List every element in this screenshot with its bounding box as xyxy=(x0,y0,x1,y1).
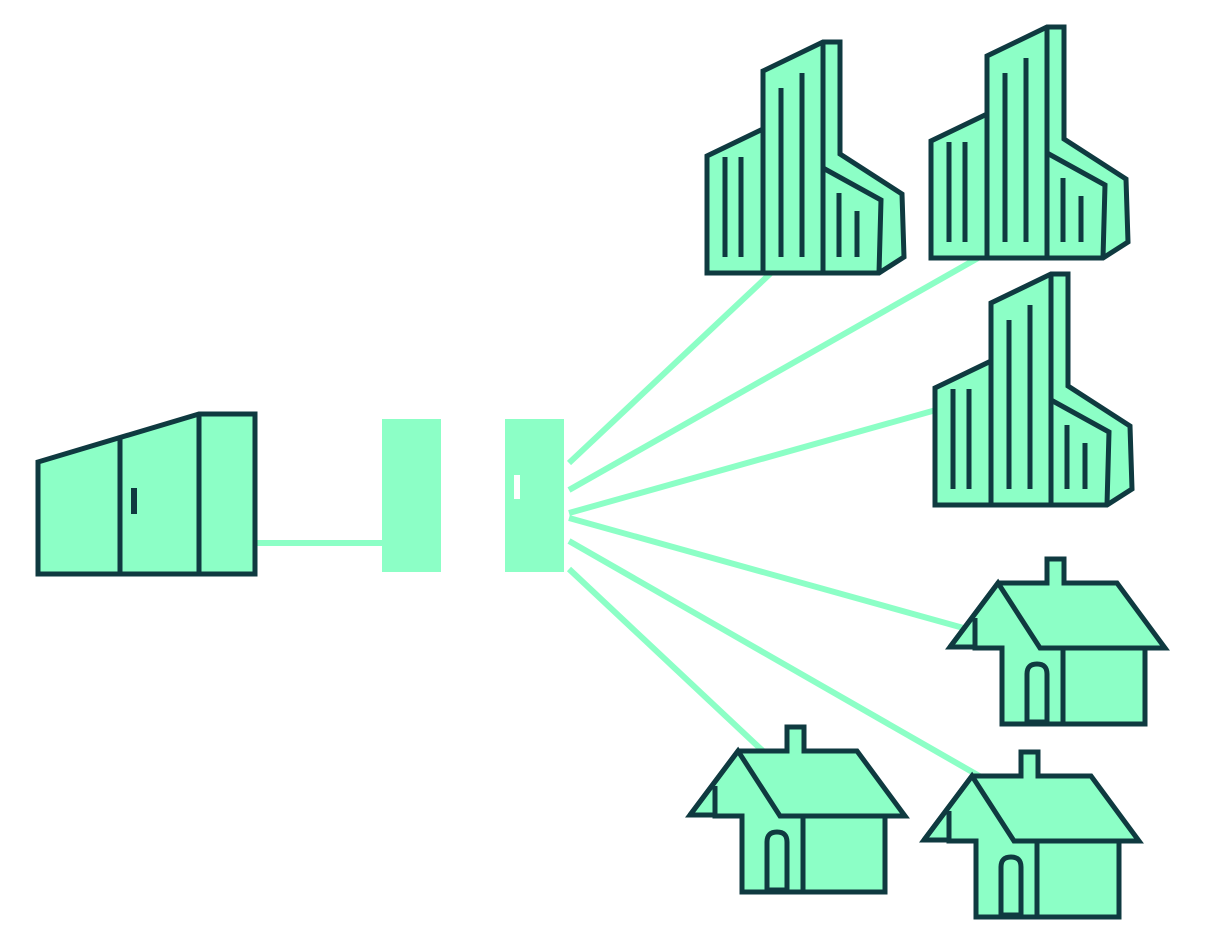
link-office-building-1 xyxy=(566,269,775,466)
office-building-2-icon xyxy=(931,27,1128,258)
office-building-1-icon xyxy=(707,42,904,273)
office-building-3-icon xyxy=(935,274,1132,505)
house-3-icon xyxy=(690,727,905,892)
link-house-3 xyxy=(566,566,767,755)
links xyxy=(254,255,990,784)
splitter-right-panel xyxy=(505,419,564,572)
central-office-cabinet-icon xyxy=(35,411,258,577)
link-house-2 xyxy=(567,538,990,784)
link-office-building-2 xyxy=(567,255,980,493)
link-house-1 xyxy=(568,515,986,637)
link-office-building-3 xyxy=(568,407,937,516)
house-2-icon xyxy=(924,752,1139,917)
house-1-icon xyxy=(950,559,1165,724)
splitter-left-panel xyxy=(382,419,441,572)
